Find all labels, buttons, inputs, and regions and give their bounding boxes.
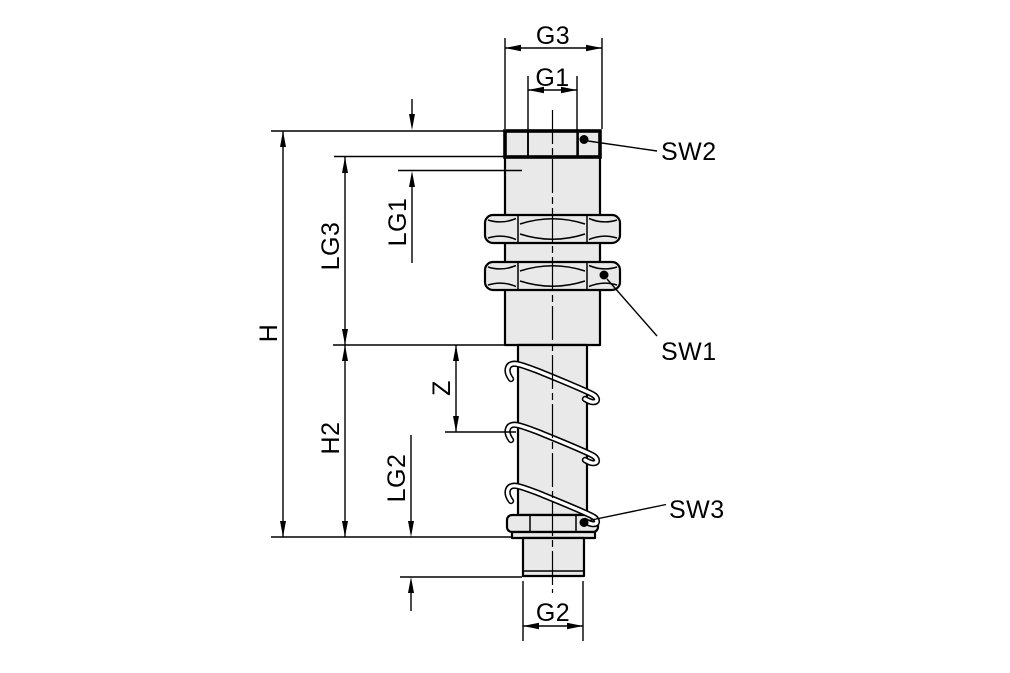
dim-g3-label: G3 bbox=[536, 22, 570, 50]
dim-lg1-label: LG1 bbox=[384, 198, 412, 247]
callout-sw2: SW2 bbox=[579, 135, 717, 166]
dim-g1-label: G1 bbox=[535, 64, 569, 92]
dim-z-label: Z bbox=[428, 380, 456, 396]
dim-z: Z bbox=[428, 345, 516, 433]
part-bottom-stud bbox=[521, 536, 586, 578]
callout-sw3: SW3 bbox=[579, 496, 725, 527]
dim-h2: H2 bbox=[317, 345, 348, 537]
dim-lg2: LG2 bbox=[383, 435, 522, 611]
dim-h: H bbox=[255, 130, 512, 538]
sw3-leader-dot bbox=[579, 518, 589, 527]
dim-g3: G3 bbox=[504, 22, 603, 129]
sw3-leader-line bbox=[588, 503, 667, 522]
sw1-leader-dot bbox=[599, 270, 609, 280]
part-spring bbox=[504, 360, 601, 528]
sw2-leader-line bbox=[587, 140, 658, 152]
sw1-leader-line bbox=[606, 278, 658, 337]
dim-lg1: LG1 bbox=[384, 99, 522, 263]
callout-sw1: SW1 bbox=[599, 270, 717, 366]
dim-g1: G1 bbox=[527, 64, 578, 156]
dim-lg3: LG3 bbox=[317, 155, 507, 346]
dim-lg2-label: LG2 bbox=[383, 454, 411, 503]
callout-sw2-label: SW2 bbox=[661, 138, 717, 166]
dim-g2-label: G2 bbox=[536, 599, 570, 627]
dim-h2-label: H2 bbox=[317, 422, 345, 455]
dim-g2: G2 bbox=[522, 581, 584, 641]
callout-sw1-label: SW1 bbox=[661, 338, 717, 366]
dim-lg3-label: LG3 bbox=[317, 222, 345, 271]
callout-sw3-label: SW3 bbox=[669, 496, 725, 524]
dim-h-label: H bbox=[255, 324, 283, 343]
sw2-leader-dot bbox=[579, 135, 589, 144]
